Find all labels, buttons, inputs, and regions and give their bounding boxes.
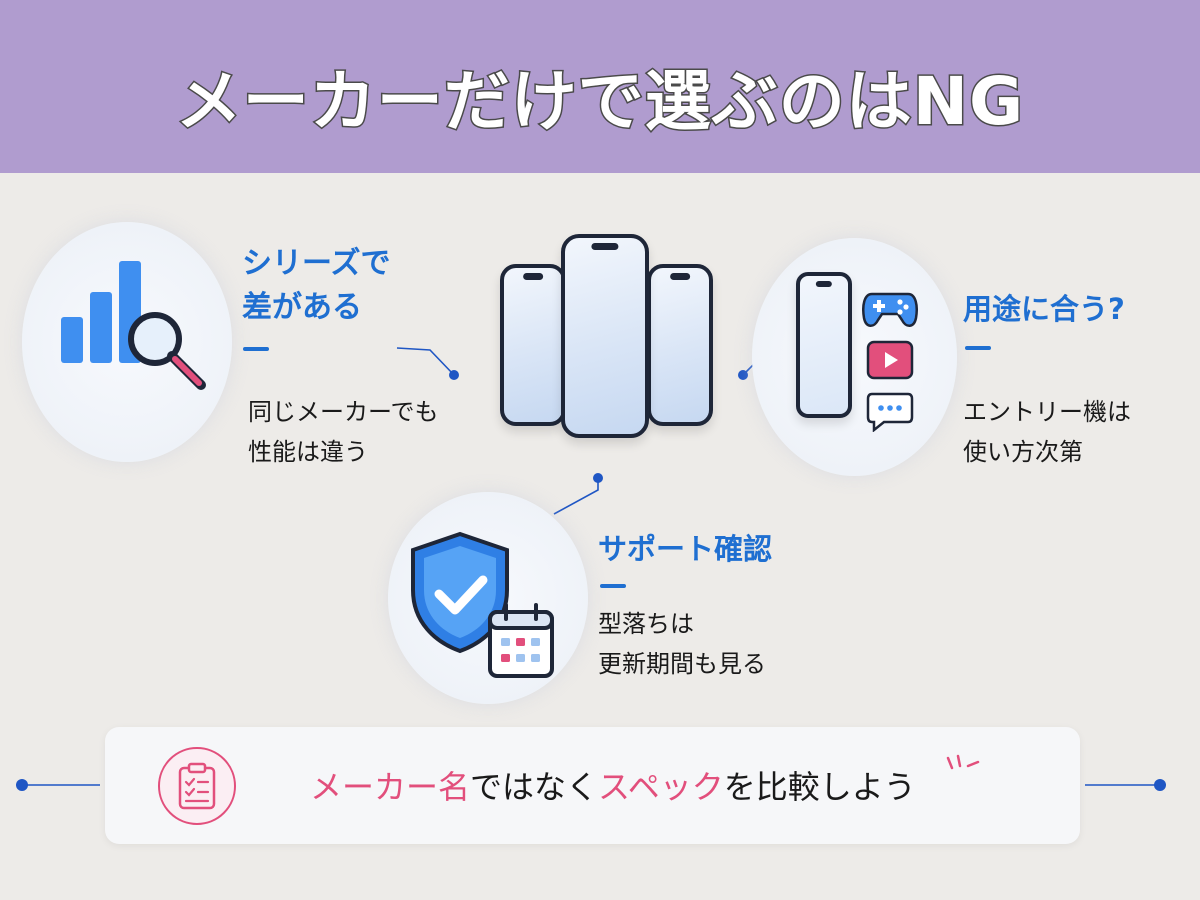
- shield-check-icon: [411, 531, 509, 654]
- play-button-icon: [866, 340, 914, 380]
- chat-bubble-icon: [866, 392, 914, 432]
- point-body-usage: エントリー機は 使い方次第: [963, 398, 1131, 466]
- summary-message: メーカー名ではなくスペックを比較しよう: [310, 764, 916, 810]
- smartphone-icon: [561, 234, 649, 438]
- point-heading-usage: 用途に合う?: [963, 292, 1125, 326]
- clipboard-badge: [158, 747, 236, 825]
- point-heading-support: サポート確認: [598, 532, 773, 566]
- header-banner: メーカーだけで選ぶのはNG: [0, 0, 1200, 173]
- summary-text: を比較しよう: [723, 768, 916, 806]
- summary-box: [105, 727, 1080, 844]
- smartphone-icon: [647, 264, 713, 426]
- page-title: メーカーだけで選ぶのはNG: [174, 62, 1025, 142]
- game-controller-icon: [862, 292, 918, 327]
- summary-highlight-maker: メーカー名: [310, 768, 471, 806]
- summary-highlight-spec: スペック: [598, 768, 724, 806]
- heading-dash: [243, 347, 269, 351]
- smartphone-icon: [796, 272, 852, 418]
- summary-text: ではなく: [470, 768, 599, 806]
- heading-dash: [600, 584, 626, 588]
- usage-circle: [752, 238, 957, 476]
- point-body-series: 同じメーカーでも 性能は違う: [248, 398, 439, 466]
- smartphone-icon: [500, 264, 566, 426]
- heading-dash: [965, 346, 991, 350]
- calendar-icon: [488, 603, 554, 678]
- point-heading-series: シリーズで 差がある: [242, 246, 391, 325]
- point-body-support: 型落ちは 更新期間も見る: [598, 610, 766, 678]
- bar-chart-magnifier-icon: [61, 261, 206, 390]
- sparkle-lines-icon: [946, 754, 980, 770]
- clipboard-checklist-icon: [178, 762, 216, 810]
